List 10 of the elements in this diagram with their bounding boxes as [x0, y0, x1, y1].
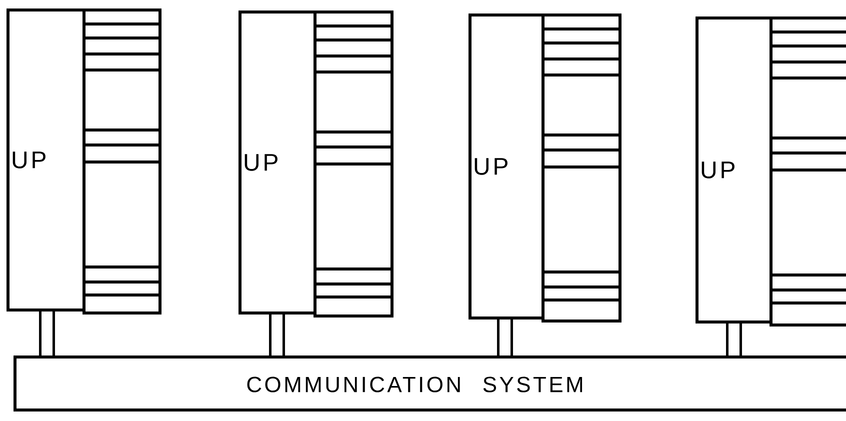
connector	[269, 314, 285, 356]
connector	[39, 312, 55, 356]
bus-box	[14, 356, 846, 412]
processor-box: UP	[6, 8, 86, 312]
processor-box: UP	[468, 14, 544, 320]
connector	[726, 324, 742, 356]
processor-box: UP	[696, 16, 772, 324]
bus-label: COMMUNICATION SYSTEM	[247, 376, 582, 392]
connector	[497, 320, 513, 356]
processor-box: UP	[238, 10, 316, 314]
